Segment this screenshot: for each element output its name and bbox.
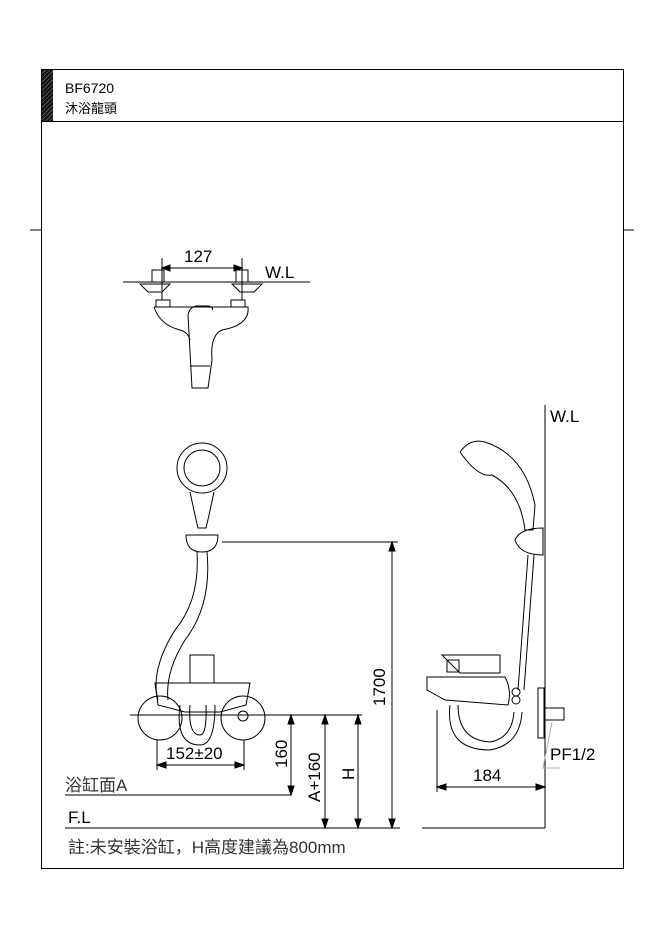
- dim-1700: 1700: [370, 668, 389, 706]
- dim-152-20: 152±20: [166, 744, 223, 763]
- dim-a-plus-160: A+160: [305, 752, 324, 802]
- dim-160: 160: [272, 740, 291, 768]
- dim-h: H: [339, 768, 358, 780]
- front-view-shower: 1700 152±20 160 A+160 H 浴缸面A F.L: [65, 442, 400, 830]
- title-strip: [42, 70, 53, 121]
- wall-line-label-top: W.L: [265, 263, 294, 282]
- floor-line-label: F.L: [68, 808, 91, 827]
- top-view-faucet: 127 W.L: [123, 247, 310, 389]
- dim-127: 127: [184, 247, 212, 266]
- drawing-frame: BF6720 沐浴龍頭: [41, 69, 624, 869]
- thread-label: PF1/2: [550, 745, 595, 764]
- installation-note: 註:未安裝浴缸，H高度建議為800mm: [68, 837, 346, 857]
- model-number: BF6720: [65, 80, 115, 96]
- side-view-shower: W.L 184 PF1/2: [422, 405, 595, 829]
- dim-184: 184: [473, 766, 501, 785]
- product-name: 沐浴龍頭: [65, 101, 118, 116]
- title-block: BF6720 沐浴龍頭: [42, 70, 623, 122]
- wall-line-label-side: W.L: [550, 407, 579, 426]
- bath-surface-label: 浴缸面A: [65, 775, 128, 795]
